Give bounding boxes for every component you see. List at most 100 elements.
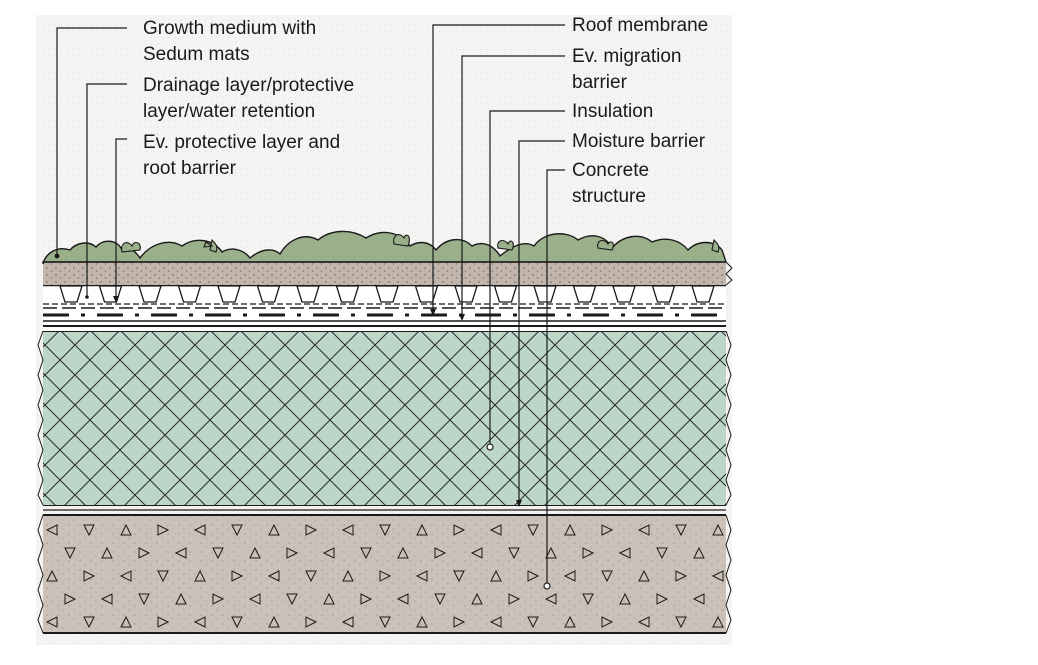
label-moisture-barrier: Moisture barrier	[572, 131, 706, 152]
aggregate-mark	[157, 524, 170, 536]
drainage-marker	[85, 295, 89, 299]
aggregate-mark	[83, 524, 95, 537]
aggregate-mark	[656, 593, 669, 605]
aggregate-mark	[434, 593, 446, 606]
aggregate-mark	[119, 570, 132, 582]
label-root-barrier: Ev. protective layer and root barrier	[143, 132, 345, 179]
layer-labels: Growth medium with Sedum mats Drainage l…	[143, 15, 708, 207]
aggregate-mark	[508, 593, 521, 605]
sedum-vegetation	[42, 230, 727, 265]
drainage-cup	[335, 285, 360, 303]
aggregate-mark	[341, 524, 354, 536]
drainage-cup	[454, 285, 478, 303]
migration-barrier-arrow	[459, 314, 465, 321]
aggregate-mark	[527, 616, 539, 629]
aggregate-mark	[637, 616, 650, 628]
insulation-marker	[486, 443, 494, 451]
drainage-cup	[612, 285, 636, 303]
aggregate-mark	[101, 546, 113, 559]
growth-medium-marker	[54, 253, 60, 259]
aggregate-mark	[174, 547, 187, 559]
aggregate-mark	[286, 593, 298, 606]
section-break-marks	[37, 261, 733, 634]
aggregate-mark	[323, 592, 335, 605]
drainage-cup	[138, 285, 162, 303]
aggregate-mark	[544, 593, 557, 605]
aggregate-mark	[527, 570, 540, 582]
aggregate-mark	[711, 570, 724, 582]
aggregate-mark	[470, 547, 483, 559]
aggregate-mark	[231, 616, 243, 629]
roof-membrane-arrow	[430, 309, 436, 316]
aggregate-mark	[212, 593, 225, 605]
aggregate-mark	[231, 524, 243, 537]
aggregate-mark	[379, 570, 392, 582]
drainage-cup	[296, 285, 320, 303]
aggregate-mark	[453, 524, 466, 536]
aggregate-mark	[582, 593, 594, 606]
aggregate-mark	[341, 616, 354, 628]
aggregate-mark	[268, 523, 280, 536]
aggregate-mark	[637, 524, 650, 536]
leader-lines	[54, 24, 565, 590]
moisture-barrier-layer	[43, 504, 726, 516]
aggregate-mark	[489, 616, 502, 628]
aggregate-mark	[45, 524, 58, 536]
aggregate-mark	[46, 569, 58, 582]
aggregate-mark	[415, 570, 428, 582]
aggregate-mark	[342, 569, 354, 582]
label-growth-medium: Growth medium with Sedum mats	[143, 18, 321, 65]
drainage-cup	[375, 285, 399, 303]
aggregate-mark	[248, 593, 261, 605]
drainage-layer	[43, 283, 726, 305]
concrete-structure-layer	[43, 515, 726, 634]
drainage-cup	[256, 285, 281, 303]
aggregate-mark	[564, 523, 576, 536]
label-insulation: Insulation	[572, 101, 653, 122]
aggregate-mark	[267, 570, 280, 582]
aggregate-mark	[286, 547, 299, 559]
aggregate-mark	[305, 570, 317, 583]
aggregate-mark	[397, 546, 409, 559]
aggregate-mark	[545, 546, 557, 559]
aggregate-mark	[268, 615, 280, 628]
aggregate-mark	[120, 523, 132, 536]
aggregate-mark	[305, 524, 318, 536]
aggregate-mark	[193, 524, 206, 536]
aggregate-mark	[64, 593, 77, 605]
drainage-cup	[691, 285, 715, 303]
aggregate-mark	[693, 546, 705, 559]
aggregate-mark	[619, 592, 631, 605]
label-concrete-structure: Concrete structure	[572, 160, 654, 207]
aggregate-mark	[601, 570, 613, 583]
growth-medium-layer	[43, 262, 726, 285]
aggregate-mark	[453, 570, 465, 583]
aggregate-mark	[379, 524, 391, 537]
drainage-cup	[533, 285, 557, 303]
aggregate-mark	[712, 523, 724, 536]
aggregate-mark	[360, 547, 372, 560]
aggregate-mark	[379, 616, 391, 629]
aggregate-mark	[138, 593, 150, 606]
aggregate-mark	[656, 547, 668, 560]
aggregate-mark	[83, 570, 96, 582]
aggregate-mark	[471, 592, 483, 605]
aggregate-mark	[120, 615, 132, 628]
aggregate-mark	[490, 569, 502, 582]
aggregate-mark	[508, 547, 520, 560]
aggregate-mark	[100, 593, 113, 605]
aggregate-mark	[527, 524, 539, 537]
aggregate-mark	[138, 547, 151, 559]
aggregate-mark	[360, 593, 373, 605]
aggregate-mark	[453, 616, 466, 628]
aggregate-mark	[692, 593, 705, 605]
aggregate-mark	[157, 570, 169, 583]
membrane-layers	[43, 305, 726, 331]
aggregate-mark	[489, 524, 502, 536]
aggregate-mark	[712, 615, 724, 628]
aggregate-mark	[249, 546, 261, 559]
aggregate-mark	[582, 547, 595, 559]
label-drainage-layer: Drainage layer/protective layer/water re…	[143, 75, 360, 122]
aggregate-mark	[64, 547, 76, 560]
